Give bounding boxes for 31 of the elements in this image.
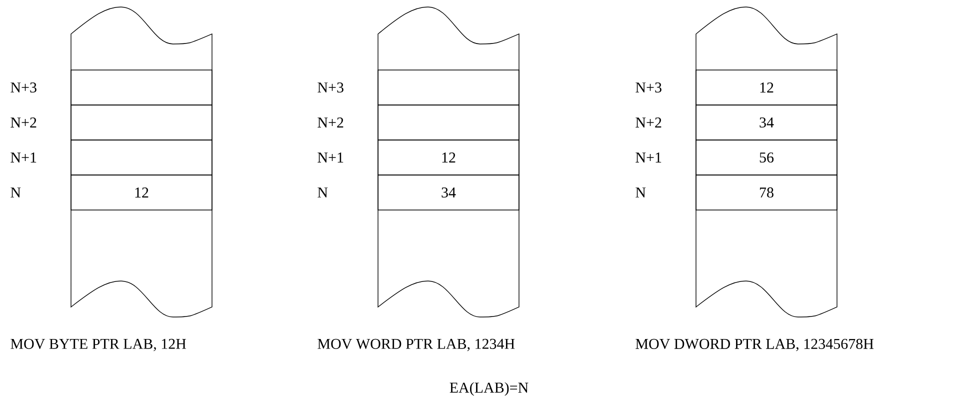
instruction-caption: MOV WORD PTR LAB, 1234H [318, 338, 515, 352]
memory-cell: 12 [378, 140, 520, 176]
memory-cell [70, 70, 212, 106]
memory-cell: 34 [696, 104, 838, 140]
memory-cell: 34 [378, 174, 520, 210]
memory-cell [70, 140, 212, 176]
memory-strip [696, 6, 838, 318]
address-label: N+1 [636, 152, 662, 162]
memory-cell [70, 104, 212, 140]
memory-cell: 12 [70, 174, 212, 210]
address-label: N+2 [318, 118, 344, 128]
address-label: N+2 [10, 118, 36, 128]
address-label: N [318, 188, 328, 198]
memory-strip [70, 6, 212, 318]
instruction-caption: MOV DWORD PTR LAB, 12345678H [636, 338, 874, 352]
address-label: N+3 [636, 82, 662, 93]
address-label: N+1 [318, 152, 344, 162]
address-label: N+3 [10, 82, 36, 93]
address-label: N+1 [10, 152, 36, 162]
memory-cell [378, 70, 520, 106]
memory-cell: 56 [696, 140, 838, 176]
address-label: N [636, 188, 646, 198]
address-label: N [10, 188, 21, 198]
memory-strip [378, 6, 520, 318]
memory-cell: 78 [696, 174, 838, 210]
memory-cell [378, 104, 520, 140]
address-label: N+3 [318, 82, 344, 93]
address-label: N+2 [636, 118, 662, 128]
memory-cell: 12 [696, 70, 838, 106]
note: EA(LAB)=N [450, 382, 528, 396]
instruction-caption: MOV BYTE PTR LAB, 12H [10, 338, 186, 352]
